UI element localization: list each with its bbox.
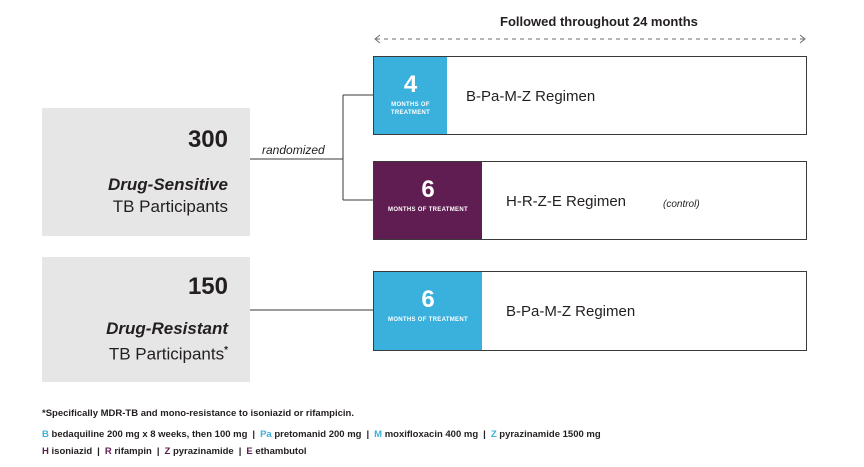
legend-text: pyrazinamide — [172, 446, 234, 457]
regimen-bpamz-6-month: 6 MONTHS OF TREATMENT B-Pa-M-Z Regimen — [373, 271, 807, 351]
legend-abbr: E — [246, 446, 253, 457]
footnote-marker: * — [224, 345, 228, 356]
group-label-plain: TB Participants — [112, 197, 228, 216]
legend-text: pyrazinamide 1500 mg — [499, 429, 601, 440]
duration-months: 6 — [421, 176, 435, 203]
legend-abbr: H — [42, 446, 49, 457]
legend-text: ethambutol — [255, 446, 307, 457]
randomized-label: randomized — [262, 143, 325, 157]
legend-abbr: Pa — [260, 429, 272, 440]
participant-count: 300 — [187, 126, 228, 153]
duration-badge: 4 MONTHS OF TREATMENT — [374, 57, 447, 134]
legend-abbr: Z — [490, 429, 497, 440]
participant-count: 150 — [187, 273, 228, 300]
duration-unit: MONTHS OF TREATMENT — [388, 207, 468, 213]
group-label: Drug-Sensitive TB Participants — [108, 174, 228, 218]
duration-badge: 6 MONTHS OF TREATMENT — [374, 162, 482, 239]
legend-text: isoniazid — [51, 446, 93, 457]
group-label-plain: TB Participants — [108, 344, 225, 364]
group-label: Drug-Resistant TB Participants* — [106, 318, 228, 366]
legend-separator: | — [156, 446, 160, 457]
regimen-hrze-control: 6 MONTHS OF TREATMENT H-R-Z-E Regimen (c… — [373, 161, 807, 240]
group-label-italic: Drug-Resistant — [106, 319, 228, 338]
legend-text: moxifloxacin 400 mg — [384, 429, 479, 440]
legend-separator: | — [252, 429, 256, 440]
duration-unit: MONTHS OF TREATMENT — [388, 317, 468, 323]
legend-text: rifampin — [114, 446, 152, 457]
legend-separator: | — [366, 429, 370, 440]
follow-up-title: Followed throughout 24 months — [500, 14, 698, 29]
legend-abbr: B — [42, 429, 49, 440]
duration-badge: 6 MONTHS OF TREATMENT — [374, 272, 482, 350]
duration-unit: MONTHS OF TREATMENT — [390, 102, 431, 116]
group-label-italic: Drug-Sensitive — [108, 175, 228, 194]
regimen-name: H-R-Z-E Regimen — [506, 193, 627, 210]
drug-legend-line-2: H isoniazid|R rifampin|Z pyrazinamide|E … — [42, 446, 307, 457]
regimen-bpamz-4-month: 4 MONTHS OF TREATMENT B-Pa-M-Z Regimen — [373, 56, 807, 135]
drug-legend-line-1: B bedaquiline 200 mg x 8 weeks, then 100… — [42, 429, 601, 440]
legend-separator: | — [238, 446, 242, 457]
footnote: *Specifically MDR-TB and mono-resistance… — [42, 408, 354, 419]
legend-abbr: R — [104, 446, 112, 457]
legend-abbr: M — [374, 429, 383, 440]
legend-text: pretomanid 200 mg — [274, 429, 362, 440]
drug-resistant-group: 150 Drug-Resistant TB Participants* — [42, 257, 250, 382]
legend-text: bedaquiline 200 mg x 8 weeks, then 100 m… — [51, 429, 248, 440]
drug-sensitive-group: 300 Drug-Sensitive TB Participants — [42, 108, 250, 236]
duration-months: 6 — [421, 286, 435, 313]
regimen-name: B-Pa-M-Z Regimen — [466, 88, 596, 105]
regimen-name: B-Pa-M-Z Regimen — [506, 303, 636, 320]
follow-up-arrow — [374, 34, 806, 44]
control-note: (control) — [663, 199, 700, 210]
legend-separator: | — [97, 446, 100, 457]
legend-abbr: Z — [164, 446, 171, 457]
duration-months: 4 — [403, 71, 418, 98]
legend-separator: | — [483, 429, 486, 440]
